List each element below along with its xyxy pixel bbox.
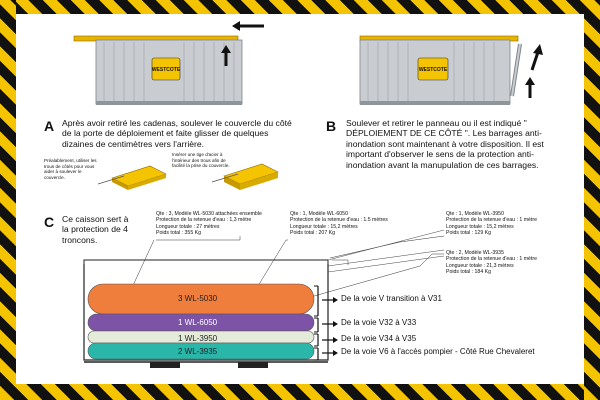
spec-protection: Protection de la retenue d'eau : 1,3 mèt… bbox=[156, 217, 252, 224]
note-left: Préalablement, utiliser les trous de côt… bbox=[44, 158, 97, 180]
spec-length: Longueur totale : 21,3 mètres bbox=[446, 262, 514, 269]
step-a-text: Après avoir retiré les cadenas, soulever… bbox=[62, 118, 292, 149]
spec-wl-3935: Qte : 2, Modèle WL-3935 Protection de la… bbox=[446, 250, 537, 276]
lane-label-3: De la voie V34 à V35 bbox=[341, 334, 417, 343]
hazard-stripe-left bbox=[0, 0, 16, 400]
spec-weight: Poids total : 184 Kg bbox=[446, 269, 491, 276]
spec-qty: Qte : 1, Modèle WL-6050 bbox=[290, 211, 348, 217]
spec-weight: Poids total : 355 Kg bbox=[156, 230, 201, 237]
storage-box bbox=[83, 229, 445, 368]
logo-b-text: WESTCOTE bbox=[419, 67, 448, 73]
logo-a-text: WESTCOTE bbox=[152, 67, 181, 73]
barrier-label-wl-3935: 2 WL-3935 bbox=[178, 347, 218, 356]
spec-length: Longueur totale : 15,2 mètres bbox=[290, 223, 358, 230]
lid-detail-right bbox=[211, 163, 279, 190]
spec-qty: Qte : 1, Modèle WL-3950 bbox=[446, 211, 504, 217]
spec-length: Longueur totale : 27 mètres bbox=[156, 223, 220, 230]
spec-wl-5030: Qte : 3, Modèle WL-5030 attachées ensemb… bbox=[156, 211, 262, 237]
lane-label-2: De la voie V32 à V33 bbox=[341, 318, 417, 327]
container-a-illustration: WESTCOTE bbox=[73, 21, 264, 105]
spec-wl-3950: Qte : 1, Modèle WL-3950 Protection de la… bbox=[446, 211, 537, 237]
barrier-label-wl-3950: 1 WL-3950 bbox=[178, 334, 218, 343]
spec-qty: Qte : 3, Modèle WL-5030 attachées ensemb… bbox=[156, 211, 262, 217]
barrier-wl-3935 bbox=[87, 342, 315, 360]
arrow-diagonal-icon bbox=[530, 51, 540, 71]
hazard-stripe-right bbox=[584, 0, 600, 400]
spec-qty: Qte : 2, Modèle WL-3935 bbox=[446, 250, 504, 256]
lid-detail-left bbox=[97, 165, 167, 190]
lane-arrows bbox=[317, 286, 334, 360]
hazard-stripe-bottom bbox=[0, 384, 600, 400]
step-b-text: Soulever et retirer le panneau ou il est… bbox=[346, 118, 544, 170]
spec-weight: Poids total : 207 Kg bbox=[290, 230, 335, 237]
logo-b bbox=[417, 57, 449, 81]
barrier-label-wl-6050: 1 WL-6050 bbox=[178, 318, 218, 327]
lane-label-1: De la voie V transition à V31 bbox=[341, 294, 442, 303]
note-right: Insérer une tige d'acier à l'intérieur d… bbox=[172, 152, 230, 169]
barrier-bands bbox=[87, 283, 315, 360]
lane-label-4: De la voie V6 à l'accès pompier - Côté R… bbox=[341, 347, 535, 356]
step-letter-c: C bbox=[44, 214, 55, 230]
step-letter-b: B bbox=[326, 118, 337, 134]
spec-wl-6050: Qte : 1, Modèle WL-6050 Protection de la… bbox=[290, 211, 388, 237]
spec-protection: Protection de la retenue d'eau : 1 mètre bbox=[446, 217, 537, 224]
spec-weight: Poids total : 129 Kg bbox=[446, 230, 491, 237]
logo-a bbox=[151, 57, 181, 81]
barrier-label-wl-5030: 3 WL-5030 bbox=[178, 294, 218, 303]
spec-protection: Protection de la retenue d'eau : 1 mètre bbox=[446, 256, 537, 263]
hazard-stripe-top bbox=[0, 0, 600, 14]
spec-length: Longueur totale : 15,2 mètres bbox=[446, 223, 514, 230]
step-c-text: Ce caisson sert à la protection de 4 tro… bbox=[62, 214, 129, 245]
container-b-illustration: WESTCOTE bbox=[359, 35, 543, 105]
spec-protection: Protection de la retenue d'eau : 1.5 mèt… bbox=[290, 217, 388, 224]
step-letter-a: A bbox=[44, 118, 55, 134]
